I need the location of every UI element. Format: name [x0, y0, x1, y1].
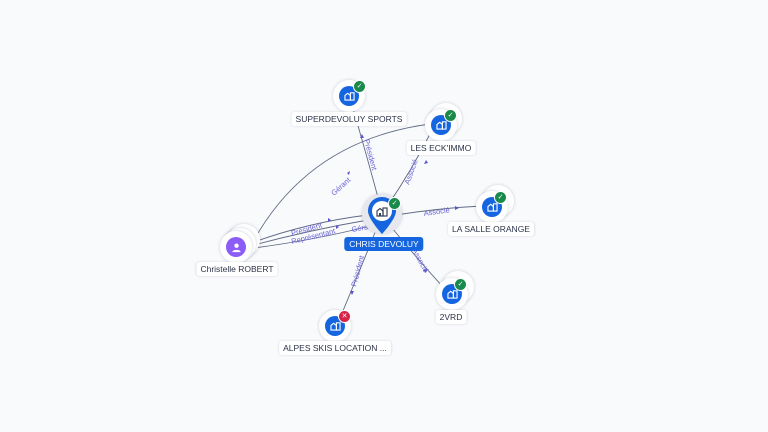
edge-arrow [328, 218, 331, 222]
building-icon [343, 92, 355, 101]
edge-arrow [360, 134, 364, 138]
check-icon: ✓ [353, 80, 366, 93]
edge-arrow [347, 171, 350, 175]
check-icon: ✓ [494, 191, 507, 204]
edge-arrow [424, 160, 428, 164]
check-icon: ✓ [388, 197, 401, 210]
edge-la-salle-orange[interactable] [395, 205, 483, 216]
building-icon [329, 322, 341, 331]
edge-label-president-superdevoluy: Président [362, 138, 379, 172]
edge-arrow [423, 269, 427, 273]
edge-christelle-gerant[interactable] [253, 225, 371, 249]
edge-christelle-president[interactable] [253, 214, 369, 243]
node-label-superdevoluy-sports: SUPERDEVOLUY SPORTS [291, 112, 407, 126]
node-label-la-salle-orange: LA SALLE ORANGE [448, 222, 534, 236]
check-icon: ✓ [454, 278, 467, 291]
edge-label-gerant-les-eck-immo: Gérant [329, 175, 353, 198]
node-label-christelle-robert: Christelle ROBERT [196, 262, 278, 276]
cross-icon: ✕ [338, 310, 351, 323]
edge-label-associe-la-salle-orange: Associé [423, 205, 450, 218]
edge-label-president-alpes-skis: Président [349, 254, 366, 288]
edge-arrow [350, 291, 354, 295]
person-icon [231, 242, 241, 252]
edge-label-associe-les-eck-immo: Associé [402, 158, 419, 186]
node-label-les-eck-immo: LES ECK'IMMO [406, 141, 476, 155]
building-icon [435, 121, 447, 130]
edge-arrow [455, 206, 459, 210]
building-icon [486, 203, 498, 212]
building-icon [376, 207, 388, 217]
node-label-2vrd: 2VRD [435, 310, 467, 324]
check-icon: ✓ [444, 109, 457, 122]
node-label-alpes-skis: ALPES SKIS LOCATION ... [279, 341, 391, 355]
building-icon [446, 290, 458, 299]
edge-christelle-representant[interactable] [253, 219, 369, 246]
edge-christelle-les-eck-immo[interactable] [253, 123, 431, 241]
node-label-chris-devoluy: CHRIS DEVOLUY [344, 237, 424, 251]
edge-arrow [336, 225, 339, 229]
